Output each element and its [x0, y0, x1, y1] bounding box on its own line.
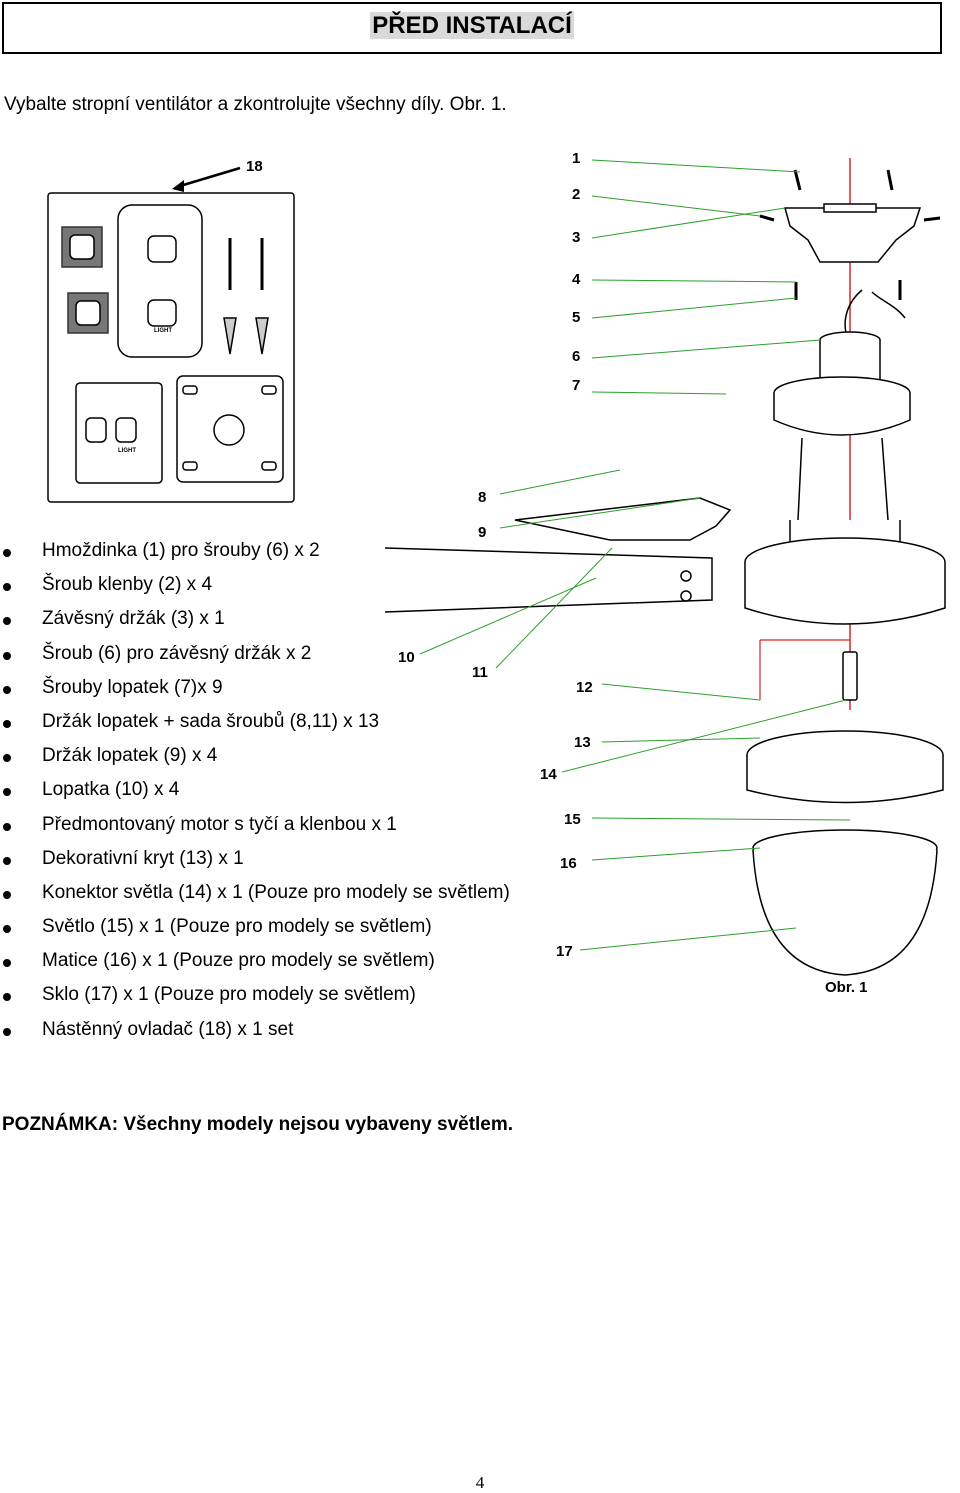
bullet-icon	[3, 651, 11, 660]
page-title-wrap: PŘED INSTALACÍ	[4, 12, 940, 40]
bullet-icon	[3, 1027, 11, 1036]
bullet-icon	[3, 890, 11, 899]
list-item-text: Držák lopatek (9) x 4	[42, 745, 218, 767]
list-item: Dekorativní kryt (13) x 1	[0, 845, 510, 879]
callout-9: 9	[478, 524, 486, 541]
title-box: PŘED INSTALACÍ	[2, 2, 942, 54]
callout-15: 15	[564, 811, 581, 828]
intro-text: Vybalte stropní ventilátor a zkontrolujt…	[4, 94, 507, 115]
list-item: Držák lopatek (9) x 4	[0, 742, 510, 776]
list-item-text: Závěsný držák (3) x 1	[42, 608, 225, 630]
page-title: PŘED INSTALACÍ	[370, 12, 574, 39]
leader-lines	[419, 159, 851, 951]
list-item: Nástěnný ovladač (18) x 1 set	[0, 1016, 510, 1050]
bullet-icon	[3, 822, 11, 831]
bullet-icon	[3, 788, 11, 797]
bullet-icon	[3, 993, 11, 1002]
list-item-text: Dekorativní kryt (13) x 1	[42, 847, 244, 869]
figure-caption: Obr. 1	[825, 979, 868, 996]
list-item-text: Sklo (17) x 1 (Pouze pro modely se světl…	[42, 984, 416, 1006]
switch-label-light: LIGHT	[154, 328, 172, 334]
bullet-icon	[3, 685, 11, 694]
note-text: POZNÁMKA: Všechny modely nejsou vybaveny…	[2, 1114, 514, 1135]
list-item: Matice (16) x 1 (Pouze pro modely se svě…	[0, 947, 510, 981]
callout-3: 3	[572, 229, 580, 246]
callout-8: 8	[478, 489, 486, 506]
list-item-text: Světlo (15) x 1 (Pouze pro modely se svě…	[42, 916, 432, 938]
bullet-icon	[3, 617, 11, 626]
list-item: Šroub klenby (2) x 4	[0, 571, 510, 605]
bullet-icon	[3, 925, 11, 934]
callout-10: 10	[398, 649, 415, 666]
light-kit	[746, 651, 944, 976]
callout-18: 18	[246, 158, 263, 175]
callout-5: 5	[572, 309, 580, 326]
list-item: Hmoždinka (1) pro šrouby (6) x 2	[0, 537, 510, 571]
exploded-diagram: LIGHT LIGHT	[47, 150, 946, 976]
list-item: Předmontovaný motor s tyčí a klenbou x 1	[0, 811, 510, 845]
bullet-icon	[3, 549, 11, 557]
callout-14: 14	[540, 766, 557, 783]
bullet-icon	[3, 959, 11, 968]
list-item-text: Matice (16) x 1 (Pouze pro modely se svě…	[42, 950, 435, 972]
callout-2: 2	[572, 186, 580, 203]
callout-11: 11	[472, 664, 488, 681]
list-item-text: Nástěnný ovladač (18) x 1 set	[42, 1018, 294, 1040]
callout-1: 1	[572, 150, 580, 167]
list-item-text: Předmontovaný motor s tyčí a klenbou x 1	[42, 813, 397, 835]
page-number: 4	[475, 1473, 485, 1492]
callout-7: 7	[572, 377, 580, 394]
list-item-text: Lopatka (10) x 4	[42, 779, 180, 801]
callout-16: 16	[560, 855, 577, 872]
list-item: Šrouby lopatek (7)x 9	[0, 674, 510, 708]
list-item-text: Šroub (6) pro závěsný držák x 2	[42, 642, 312, 664]
list-item: Závěsný držák (3) x 1	[0, 605, 510, 639]
list-item-text: Šroub klenby (2) x 4	[42, 574, 213, 596]
list-item: Držák lopatek + sada šroubů (8,11) x 13	[0, 708, 510, 742]
list-item: Lopatka (10) x 4	[0, 776, 510, 810]
bullet-icon	[3, 856, 11, 865]
canopy-bracket	[759, 169, 941, 300]
list-item: Světlo (15) x 1 (Pouze pro modely se svě…	[0, 913, 510, 947]
list-item: Sklo (17) x 1 (Pouze pro modely se světl…	[0, 981, 510, 1015]
list-item-text: Držák lopatek + sada šroubů (8,11) x 13	[42, 710, 380, 732]
wall-control-kit	[47, 192, 295, 503]
bullet-icon	[3, 754, 11, 763]
callout-12: 12	[576, 679, 593, 696]
callout-4: 4	[572, 271, 581, 288]
list-item-text: Konektor světla (14) x 1 (Pouze pro mode…	[42, 881, 510, 903]
blade	[384, 497, 732, 613]
list-item: Šroub (6) pro závěsný držák x 2	[0, 640, 510, 674]
list-item-text: Hmoždinka (1) pro šrouby (6) x 2	[42, 540, 320, 561]
callout-17: 17	[556, 943, 573, 960]
bullet-icon	[3, 719, 11, 728]
callout-6: 6	[572, 348, 580, 365]
parts-list: Hmoždinka (1) pro šrouby (6) x 2 Šroub k…	[0, 537, 510, 1050]
list-item: Konektor světla (14) x 1 (Pouze pro mode…	[0, 879, 510, 913]
list-item-text: Šrouby lopatek (7)x 9	[42, 676, 223, 698]
bullet-icon	[3, 583, 11, 592]
switch-label-light-2: LIGHT	[118, 448, 136, 454]
callout-13: 13	[574, 734, 591, 751]
motor-housing	[744, 376, 946, 625]
